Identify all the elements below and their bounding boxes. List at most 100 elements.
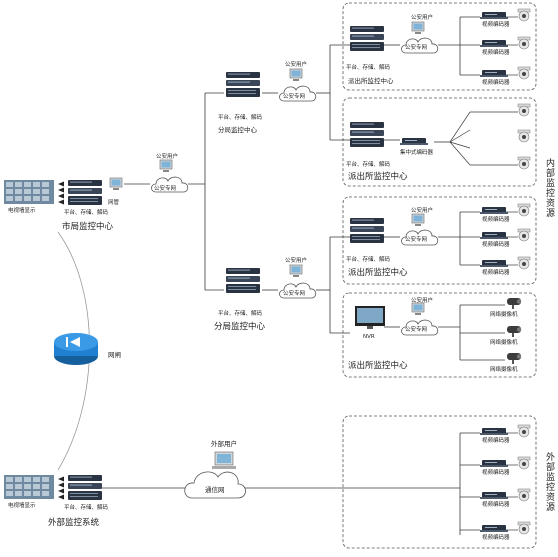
station3-platform-label: 平台、存储、解码 xyxy=(346,257,391,263)
city-arrows xyxy=(58,181,64,205)
station2-dome-camera-icon-2 xyxy=(517,129,531,143)
station2-server-rack-icon xyxy=(350,122,384,147)
station1-encoder-label-2: 视频编码器 xyxy=(482,50,510,56)
station3-encoder-label-1: 视频编码器 xyxy=(482,217,510,223)
external-system-title: 外部监控系统 xyxy=(48,518,100,528)
resource-groups xyxy=(342,2,537,549)
branch1-police-user-label: 公安用户 xyxy=(285,62,308,68)
station1-police-user-pc-icon xyxy=(411,21,425,35)
station4-police-net-label: 公安专网 xyxy=(405,327,428,333)
central-encoder-icon xyxy=(400,138,428,145)
city-server-rack-icon xyxy=(68,180,102,205)
external-encoder-icon-1 xyxy=(480,428,508,435)
branch1-police-user-pc-icon xyxy=(289,68,303,82)
central-encoder-label: 集中式编码器 xyxy=(400,150,434,156)
station4-bullet-camera-icon-1 xyxy=(507,298,522,309)
city-tv-wall-label: 电视墙显示 xyxy=(8,208,36,214)
station1-dome-camera-icon-2 xyxy=(517,36,531,50)
station3-encoder-icon-1 xyxy=(480,207,508,214)
station3-dome-camera-icon-2 xyxy=(517,228,531,242)
external-arrows xyxy=(58,476,64,500)
net-gate-label: 网闸 xyxy=(108,351,121,359)
comm-net-cloud-icon xyxy=(184,471,246,499)
camera-links xyxy=(449,16,518,531)
station1-platform-label: 平台、存储、解码 xyxy=(346,65,391,71)
station3-server-rack-icon xyxy=(350,218,384,243)
city-gateway-pc-icon xyxy=(109,177,123,191)
external-tv-wall-label: 电视墙显示 xyxy=(8,503,36,509)
city-center-title: 市局监控中心 xyxy=(62,222,114,232)
nvr-monitor-icon xyxy=(355,306,385,329)
station1-police-net-label: 公安专网 xyxy=(405,45,428,51)
external-platform-label: 平台、存储、解码 xyxy=(64,505,109,511)
station1-dome-camera-icon-1 xyxy=(517,8,531,22)
station4-police-user-label: 公安用户 xyxy=(411,298,434,304)
city-monitor-wall-icon xyxy=(4,180,54,204)
branch2-center-title: 分局监控中心 xyxy=(214,322,266,332)
external-resources-label: 外部监控资源 xyxy=(544,452,554,512)
external-encoder-label-2: 视频编码器 xyxy=(482,470,510,476)
branch2-police-user-label: 公安用户 xyxy=(285,258,308,264)
station2-dome-camera-icon-1 xyxy=(517,103,531,117)
external-dome-camera-icon-1 xyxy=(517,424,531,438)
city-police-user-label: 公安用户 xyxy=(156,154,179,160)
external-resource-group xyxy=(342,415,537,549)
station4-camera-label-3: 网络摄像机 xyxy=(490,367,518,373)
city-police-net-label: 公安专网 xyxy=(154,186,177,192)
station1-center-title: 派出所监控中心 xyxy=(348,77,394,85)
station1-encoder-label-3: 视频编码器 xyxy=(482,80,510,86)
station-group-1 xyxy=(342,2,537,91)
station4-police-user-pc-icon xyxy=(411,302,425,316)
station1-server-rack-icon xyxy=(350,26,384,51)
station4-camera-label-1: 网络摄像机 xyxy=(490,312,518,318)
external-dome-camera-icon-3 xyxy=(517,488,531,502)
external-encoder-label-1: 视频编码器 xyxy=(482,438,510,444)
branch1-center-title: 分局监控中心 xyxy=(218,126,257,134)
branch1-platform-label: 平台、存储、解码 xyxy=(218,115,263,121)
station3-dome-camera-icon-1 xyxy=(517,203,531,217)
comm-net-label: 通信网 xyxy=(205,486,225,494)
city-police-user-pc-icon xyxy=(159,159,173,173)
external-encoder-icon-3 xyxy=(480,492,508,499)
external-user-label: 外部用户 xyxy=(211,440,237,448)
station3-police-net-label: 公安专网 xyxy=(405,237,428,243)
external-dome-camera-icon-4 xyxy=(517,521,531,535)
external-user-pc-icon xyxy=(212,451,236,469)
nvr-label: NVR xyxy=(363,334,375,340)
router-icon xyxy=(54,333,98,365)
station2-platform-label: 平台、存储、解码 xyxy=(346,162,391,168)
station1-encoder-icon-2 xyxy=(480,40,508,47)
branch1-server-rack-icon xyxy=(226,72,260,97)
external-monitor-wall-icon xyxy=(4,475,54,499)
branch2-server-rack-icon xyxy=(226,268,260,293)
external-encoder-icon-4 xyxy=(480,525,508,532)
station1-encoder-icon-1 xyxy=(480,12,508,19)
branch2-platform-label: 平台、存储、解码 xyxy=(218,311,263,317)
station3-police-user-label: 公安用户 xyxy=(411,208,434,214)
station2-dome-camera-icon-3 xyxy=(517,156,531,170)
station4-bullet-camera-icon-2 xyxy=(507,326,522,337)
station1-encoder-icon-3 xyxy=(480,70,508,77)
station4-camera-label-2: 网络摄像机 xyxy=(490,340,518,346)
station3-encoder-icon-3 xyxy=(480,260,508,267)
external-server-rack-icon xyxy=(68,475,102,500)
station4-bullet-camera-icon-3 xyxy=(507,353,522,364)
station3-dome-camera-icon-3 xyxy=(517,256,531,270)
station3-encoder-label-3: 视频编码器 xyxy=(482,270,510,276)
station-group-2 xyxy=(342,97,537,187)
branch1-police-net-label: 公安专网 xyxy=(283,94,306,100)
station1-encoder-label-1: 视频编码器 xyxy=(482,22,510,28)
station4-center-title: 派出所监控中心 xyxy=(348,361,408,371)
external-encoder-label-3: 视频编码器 xyxy=(482,502,510,508)
station3-center-title: 派出所监控中心 xyxy=(348,268,408,278)
city-platform-label: 平台、存储、解码 xyxy=(64,210,109,216)
external-encoder-icon-2 xyxy=(480,460,508,467)
station3-encoder-label-2: 视频编码器 xyxy=(482,242,510,248)
station2-center-title: 派出所监控中心 xyxy=(348,172,408,182)
station3-encoder-icon-2 xyxy=(480,232,508,239)
station3-police-user-pc-icon xyxy=(411,213,425,227)
internal-resources-label: 内部监控资源 xyxy=(544,158,554,218)
station-group-4 xyxy=(342,292,537,378)
